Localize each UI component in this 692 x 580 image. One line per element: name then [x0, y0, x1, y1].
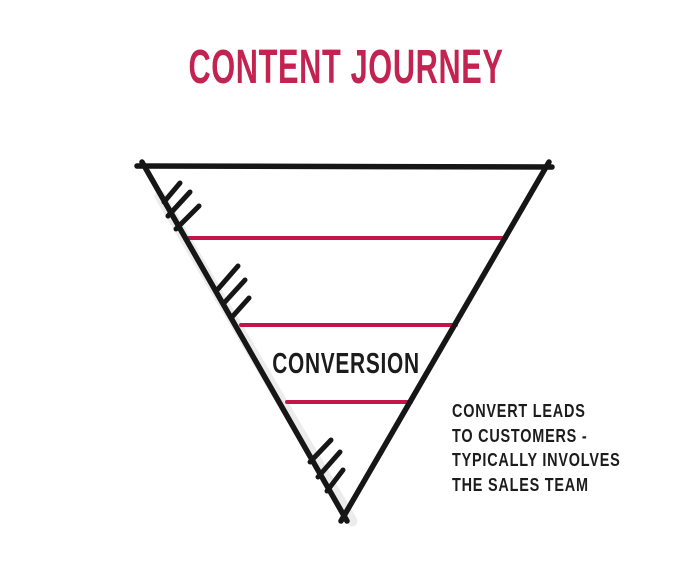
funnel-left-edge: [139, 159, 350, 524]
tick-mark: [215, 263, 241, 292]
tick-mark: [229, 295, 252, 320]
annotation-line: THE SALES TEAM: [452, 473, 589, 495]
annotation-line: TO CUSTOMERS -: [452, 424, 588, 446]
tick-mark: [324, 467, 346, 494]
annotation-line: TYPICALLY INVOLVES: [452, 449, 621, 470]
stage-annotation: CONVERT LEADS TO CUSTOMERS - TYPICALLY I…: [452, 399, 621, 497]
tick-mark: [161, 180, 183, 205]
funnel-top-edge: [134, 163, 555, 170]
funnel-right-edge: [338, 159, 552, 524]
funnel-stage-label: CONVERSION: [272, 348, 420, 380]
tick-mark: [165, 189, 193, 219]
tick-mark: [307, 437, 334, 465]
annotation-line: CONVERT LEADS: [452, 400, 586, 421]
tick-mark: [315, 449, 343, 480]
tick-mark: [173, 203, 202, 232]
tick-mark: [221, 277, 248, 306]
diagram-title: CONTENT JOURNEY: [188, 41, 504, 94]
